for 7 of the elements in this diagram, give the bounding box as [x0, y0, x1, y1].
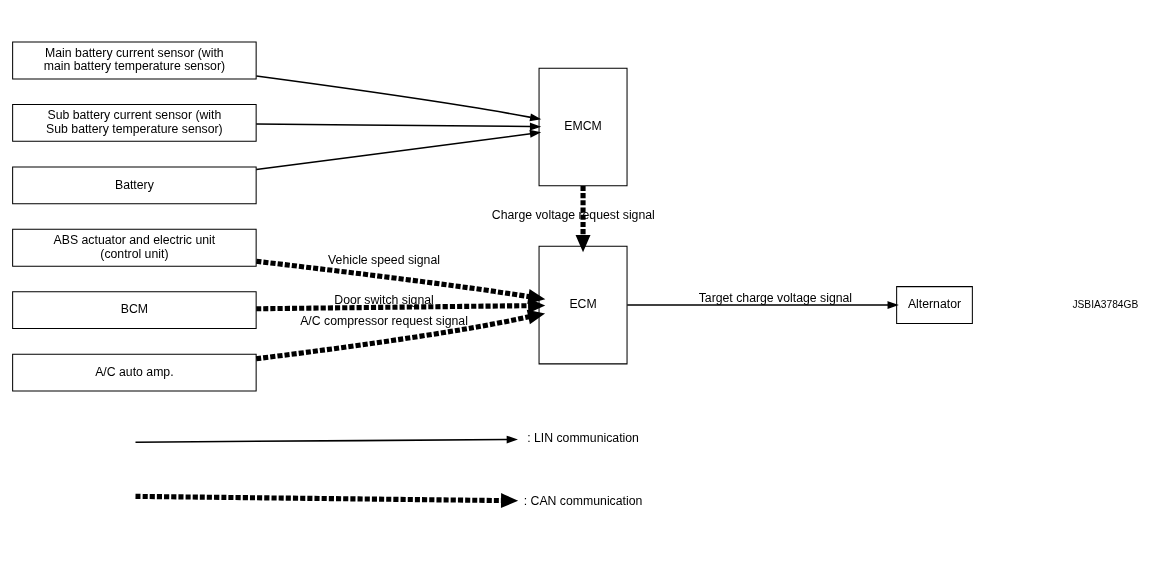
- label: JSBIA3784GB: [1072, 298, 1139, 310]
- edge-label: Target charge voltage signal: [698, 290, 853, 305]
- edge-label: Vehicle speed signal: [328, 252, 440, 267]
- edge-label: A/C compressor request signal: [300, 313, 468, 328]
- legend-label: : LIN communication: [527, 430, 639, 445]
- edge-label: Door switch signal: [334, 292, 434, 307]
- legend-label: : CAN communication: [523, 493, 643, 508]
